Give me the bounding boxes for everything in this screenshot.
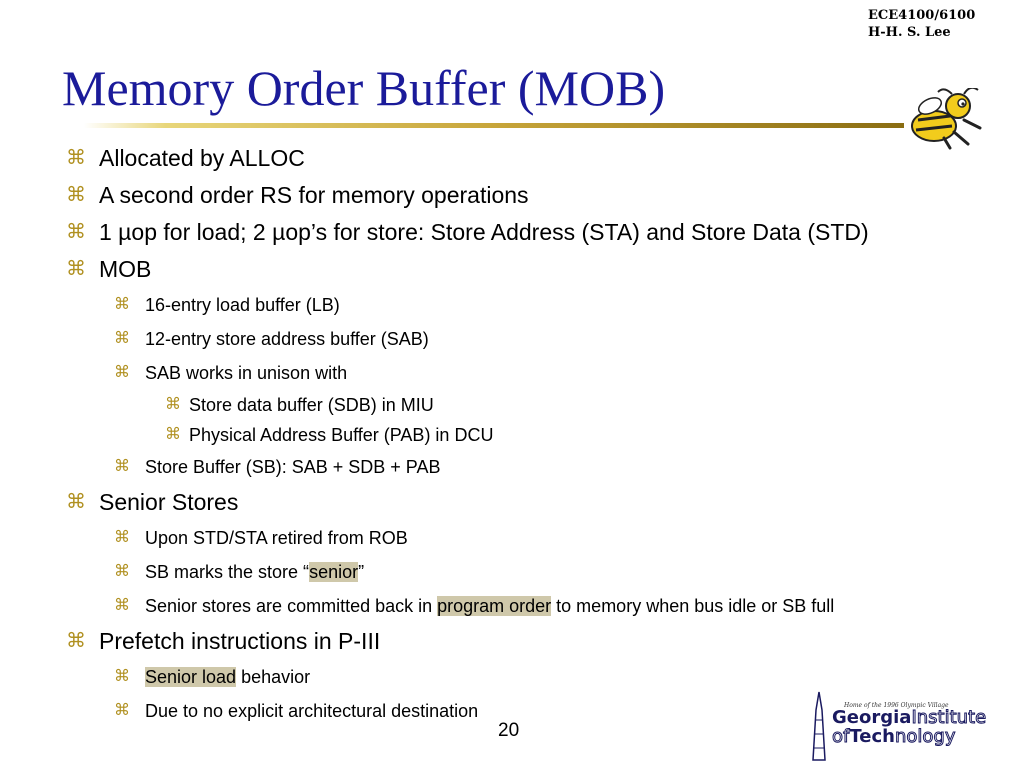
bullet-text: MOB [99,256,152,282]
highlighted-term: program order [437,596,552,616]
logo-line-2: ofTechnology [831,726,956,747]
bullet-item-level-3: ⌘ Physical Address Buffer (PAB) in DCU [0,420,1024,450]
logo-line-1: GeorgiaInstitute [832,707,987,728]
bullet-item-level-2: ⌘ Due to no explicit architectural destin… [0,694,1024,728]
bullet-text: Prefetch instructions in P-III [99,628,381,654]
logo-nology: nology [894,726,956,747]
command-key-icon: ⌘ [114,296,130,313]
bullet-text: SB marks the store “ [145,562,310,582]
command-key-icon: ⌘ [114,563,130,580]
bullet-text: A second order RS for memory operations [99,182,529,208]
georgia-tech-logo: Home of the 1996 Olympic Village Georgia… [808,690,1022,762]
bullet-item-level-1: ⌘ Prefetch instructions in P-III [0,623,1024,660]
bullet-text: Senior stores are committed back in [145,596,438,616]
highlighted-term: Senior load [145,667,237,687]
logo-tech: Tech [849,726,895,747]
command-key-icon: ⌘ [66,491,86,513]
bullet-item-level-1: ⌘ Senior Stores [0,484,1024,521]
command-key-icon: ⌘ [66,630,86,652]
logo-georgia: Georgia [832,707,912,728]
command-key-icon: ⌘ [66,221,86,243]
highlighted-term: senior [309,562,359,582]
command-key-icon: ⌘ [66,258,86,280]
bullet-text: behavior [236,667,311,687]
bullet-item-level-2: ⌘ SB marks the store “senior” [0,555,1024,589]
logo-institute: Institute [911,707,987,728]
command-key-icon: ⌘ [114,364,130,381]
bullet-text: Physical Address Buffer (PAB) in DCU [189,425,494,445]
title-underline [84,123,904,128]
command-key-icon: ⌘ [165,426,181,443]
slide-title: Memory Order Buffer (MOB) [62,60,666,116]
slide-number: 20 [498,720,520,741]
bullet-item-level-2: ⌘ Senior stores are committed back in pro… [0,589,1024,623]
bullet-text: 1 µop for load; 2 µop’s for store: Store… [99,219,869,245]
bullet-item-level-1: ⌘ A second order RS for memory operations [0,177,1024,214]
command-key-icon: ⌘ [114,529,130,546]
bullet-text: Due to no explicit architectural destina… [145,701,479,721]
bullet-text: Store Buffer (SB): SAB + SDB + PAB [145,457,441,477]
bullet-text: 12-entry store address buffer (SAB) [145,329,429,349]
bullet-text: to memory when bus idle or SB full [551,596,835,616]
command-key-icon: ⌘ [66,147,86,169]
author-name: H-H. S. Lee [868,25,951,40]
command-key-icon: ⌘ [114,458,130,475]
bullet-item-level-2: ⌘ 12-entry store address buffer (SAB) [0,322,1024,356]
course-code: ECE4100/6100 [868,8,976,23]
command-key-icon: ⌘ [66,184,86,206]
command-key-icon: ⌘ [114,702,130,719]
bullet-item-level-2: ⌘ Upon STD/STA retired from ROB [0,521,1024,555]
bullet-item-level-1: ⌘ MOB [0,251,1024,288]
command-key-icon: ⌘ [114,668,130,685]
bullet-text: Senior Stores [99,489,239,515]
bullet-text: SAB works in unison with [145,363,348,383]
bullet-text: Allocated by ALLOC [99,145,305,171]
bullet-item-level-2: ⌘ SAB works in unison with [0,356,1024,390]
command-key-icon: ⌘ [114,597,130,614]
bullet-text: ” [358,562,365,582]
tower-icon [812,691,826,761]
logo-tagline: Home of the 1996 Olympic Village [844,702,949,709]
logo-of: of [831,726,850,747]
bullet-item-level-1: ⌘ Allocated by ALLOC [0,140,1024,177]
bullet-text: Upon STD/STA retired from ROB [145,528,408,548]
command-key-icon: ⌘ [165,396,181,413]
bullet-item-level-1: ⌘ 1 µop for load; 2 µop’s for store: Stor… [0,214,1024,251]
bullet-item-level-2: ⌘ Senior load behavior [0,660,1024,694]
bullet-item-level-2: ⌘ 16-entry load buffer (LB) [0,288,1024,322]
header-info: ECE4100/6100 H-H. S. Lee [868,7,975,41]
bullet-text: Store data buffer (SDB) in MIU [189,395,434,415]
yellow-jacket-mascot-icon [911,88,982,150]
bullet-text: 16-entry load buffer (LB) [145,295,340,315]
bullet-item-level-2: ⌘ Store Buffer (SB): SAB + SDB + PAB [0,450,1024,484]
bullet-list: ⌘ Allocated by ALLOC ⌘ A second order RS fo… [0,140,1024,728]
bullet-item-level-3: ⌘ Store data buffer (SDB) in MIU [0,390,1024,420]
command-key-icon: ⌘ [114,330,130,347]
